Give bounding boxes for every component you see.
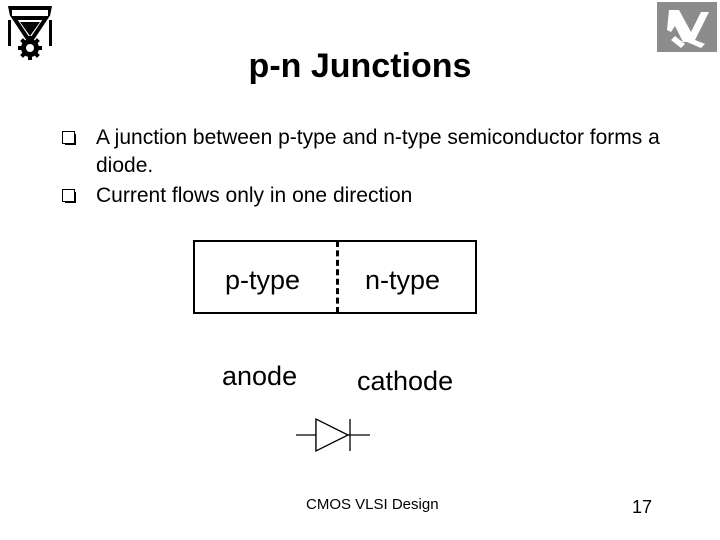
diode-symbol-icon [296, 417, 370, 453]
slide-title: p-n Junctions [248, 47, 472, 85]
checkbox-bullet-icon [62, 189, 76, 203]
university-emblem-icon [8, 6, 52, 60]
hebrew-letters-logo-icon [657, 2, 717, 52]
anode-label: anode [222, 361, 298, 391]
junction-boundary [336, 241, 339, 313]
p-type-region-label: p-type [225, 265, 301, 295]
cathode-label: cathode [357, 366, 454, 396]
footer-course-title: CMOS VLSI Design [306, 496, 439, 513]
bullet-item: Current flows only in one direction [62, 182, 702, 210]
bullet-text: A junction between p-type and n-type sem… [96, 126, 660, 177]
bullet-list: A junction between p-type and n-type sem… [62, 124, 702, 212]
checkbox-bullet-icon [62, 131, 76, 145]
page-number: 17 [631, 497, 653, 517]
bullet-text: Current flows only in one direction [96, 184, 413, 207]
bullet-item: A junction between p-type and n-type sem… [62, 124, 702, 180]
junction-diagram: p-type n-type [193, 240, 477, 314]
n-type-region-label: n-type [365, 265, 441, 295]
